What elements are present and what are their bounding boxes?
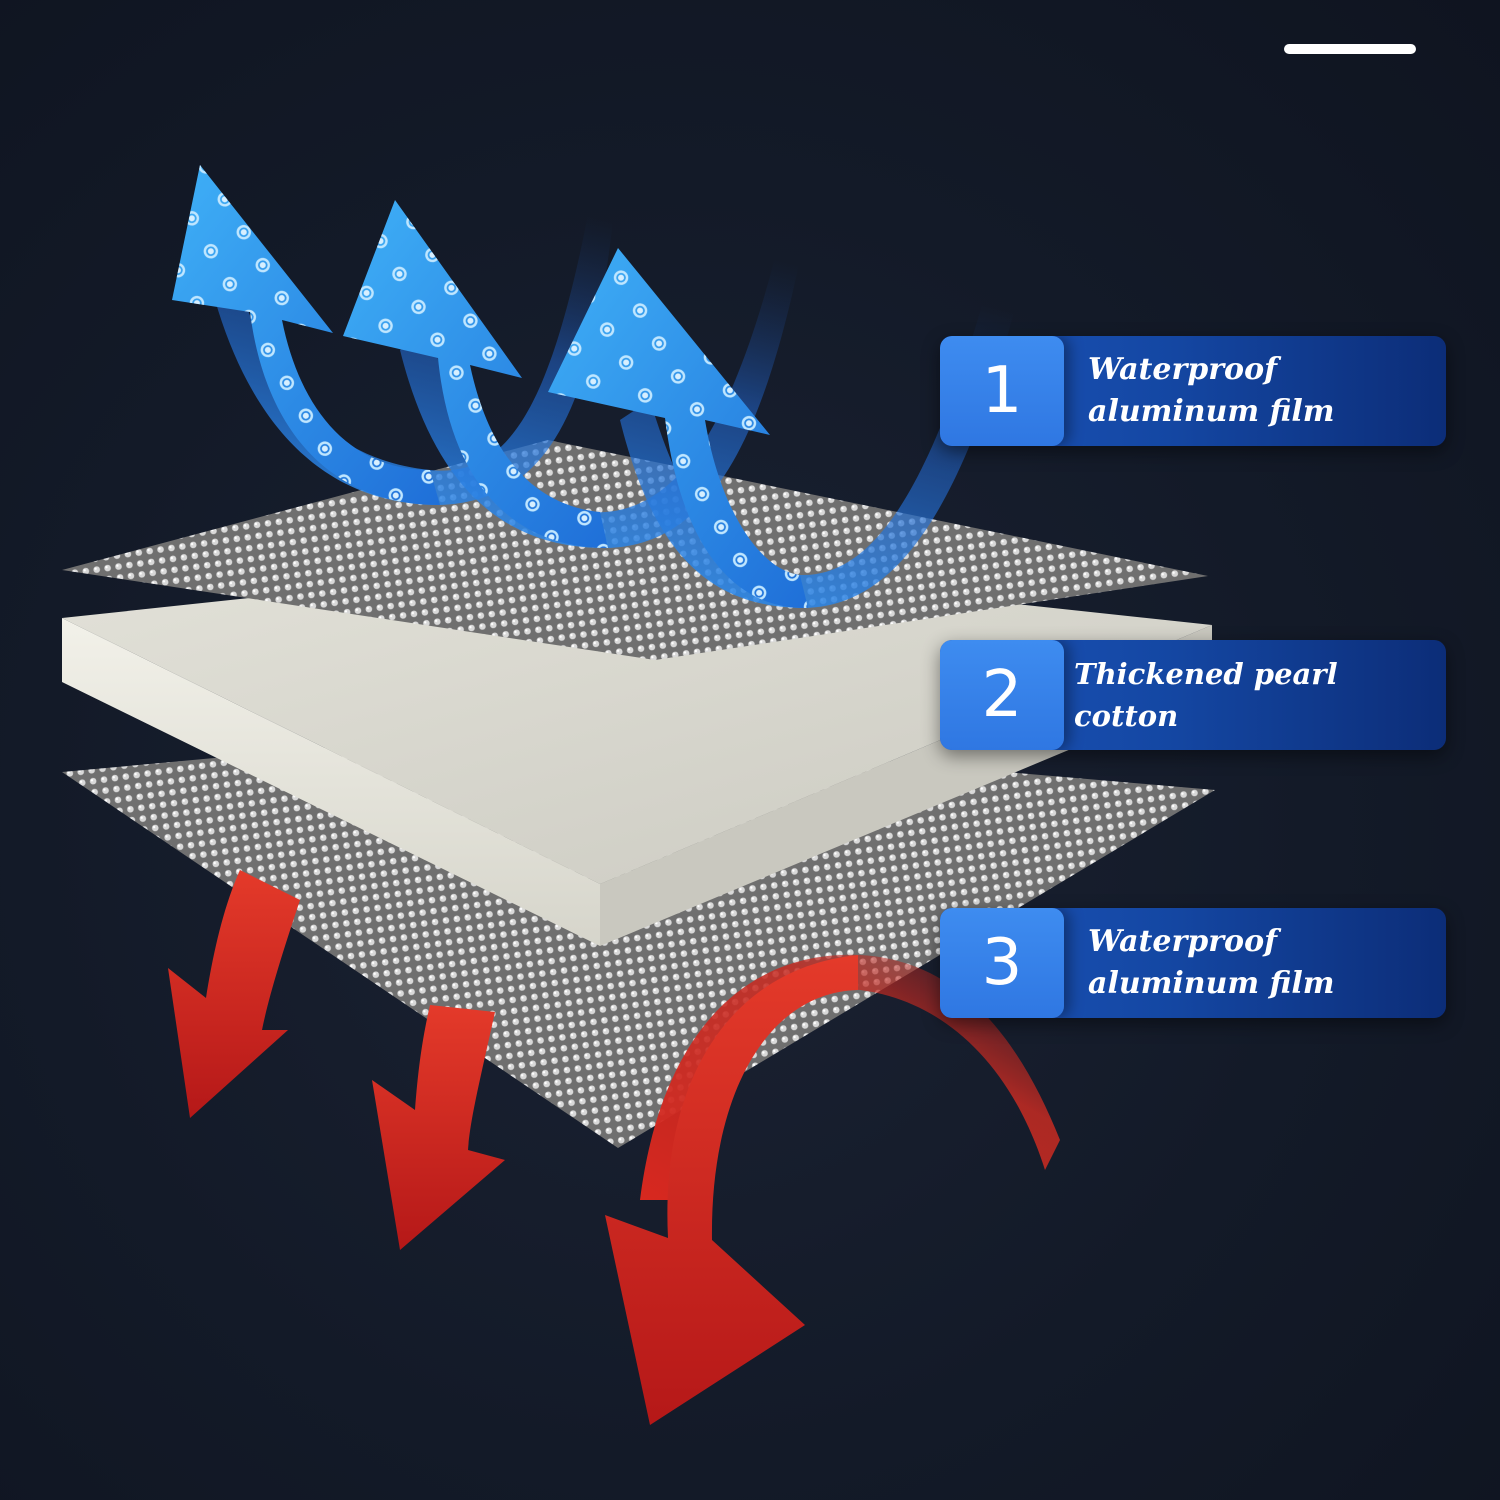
layer-number-box: 3 <box>940 908 1064 1018</box>
layer-number: 1 <box>981 354 1023 428</box>
layer-number: 3 <box>981 926 1023 1000</box>
layer-number-box: 1 <box>940 336 1064 446</box>
red-down-arrow-icon <box>168 870 300 1118</box>
layer-label-3: 3 Waterproof aluminum film <box>940 908 1446 1018</box>
cold-air-arrows <box>172 150 1030 609</box>
layer-label-2: 2 Thickened pearl cotton <box>940 640 1446 750</box>
bottom-foil-layer <box>62 730 1215 1148</box>
foam-layer-top <box>62 560 1212 884</box>
top-foil-layer <box>62 440 1208 660</box>
blue-dotted-up-arrow-icon <box>172 150 620 505</box>
decorative-bar <box>1284 44 1416 54</box>
layer-name: Waterproof aluminum film <box>1088 352 1335 429</box>
layer-label-1: 1 Waterproof aluminum film <box>940 336 1446 446</box>
layer-number-box: 2 <box>940 640 1064 750</box>
layer-number: 2 <box>981 658 1023 732</box>
red-down-arrow-icon <box>372 1005 505 1250</box>
blue-dotted-up-arrow-icon <box>548 240 1030 609</box>
layer-name: Thickened pearl cotton <box>1074 657 1338 733</box>
layer-name: Waterproof aluminum film <box>1088 924 1335 1001</box>
foam-layer-side-left <box>62 618 600 946</box>
